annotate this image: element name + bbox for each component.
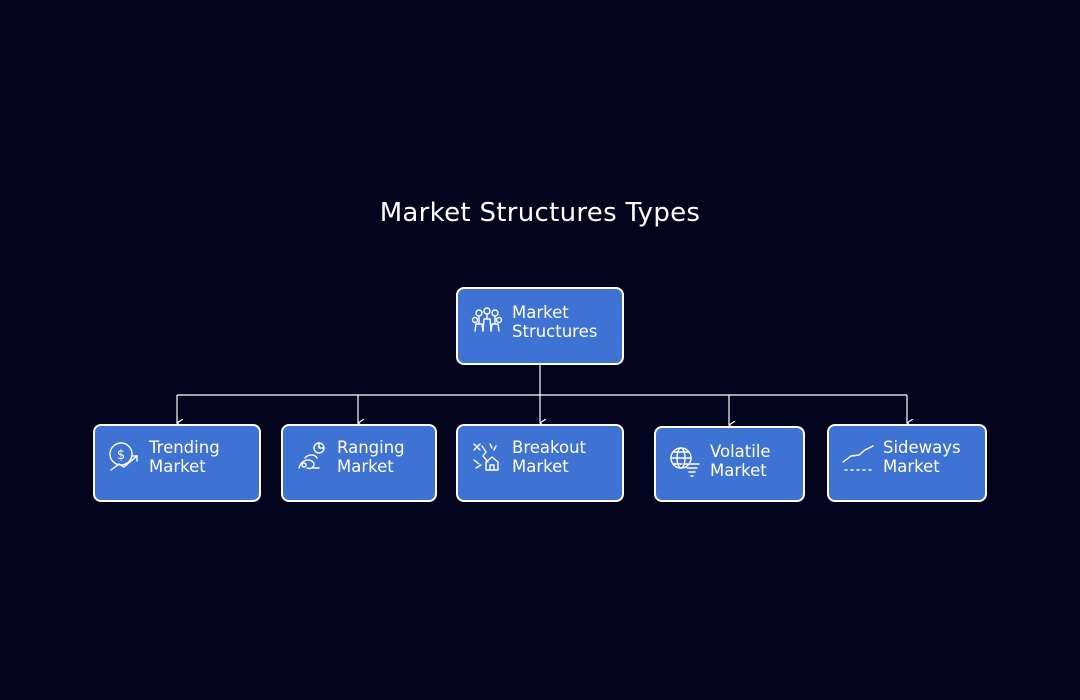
globe-tornado-icon — [668, 444, 702, 478]
node-label-line1: Breakout — [512, 438, 586, 457]
node-volatile-market: Volatile Market — [654, 426, 805, 502]
node-label-line1: Trending — [149, 438, 220, 457]
node-sideways-market: Sideways Market — [827, 424, 987, 502]
node-label-line2: Market — [512, 457, 569, 476]
node-breakout-market: Breakout Market — [456, 424, 624, 502]
node-label-line2: Market — [883, 457, 940, 476]
dollar-trend-up-icon: $ — [107, 440, 141, 474]
node-trending-market: $ Trending Market — [93, 424, 261, 502]
node-label: Breakout Market — [512, 438, 586, 476]
node-label-line2: Market — [337, 457, 394, 476]
node-label-line1: Ranging — [337, 438, 405, 457]
node-label: Market Structures — [512, 303, 597, 341]
node-label: Sideways Market — [883, 438, 961, 476]
range-cycle-icon — [295, 440, 329, 474]
sideways-line-icon — [841, 440, 875, 474]
svg-text:$: $ — [117, 448, 125, 463]
node-label-line1: Market — [512, 303, 569, 322]
node-ranging-market: Ranging Market — [281, 424, 437, 502]
people-group-icon — [470, 305, 504, 339]
node-label-line1: Sideways — [883, 438, 961, 457]
node-label: Ranging Market — [337, 438, 405, 476]
node-label: Volatile Market — [710, 442, 771, 480]
node-label-line2: Market — [710, 461, 767, 480]
node-label: Trending Market — [149, 438, 220, 476]
breaking-building-icon — [470, 440, 504, 474]
node-label-line2: Market — [149, 457, 206, 476]
node-market-structures: Market Structures — [456, 287, 624, 365]
node-label-line1: Volatile — [710, 442, 771, 461]
diagram-title: Market Structures Types — [379, 198, 701, 228]
node-label-line2: Structures — [512, 322, 598, 341]
